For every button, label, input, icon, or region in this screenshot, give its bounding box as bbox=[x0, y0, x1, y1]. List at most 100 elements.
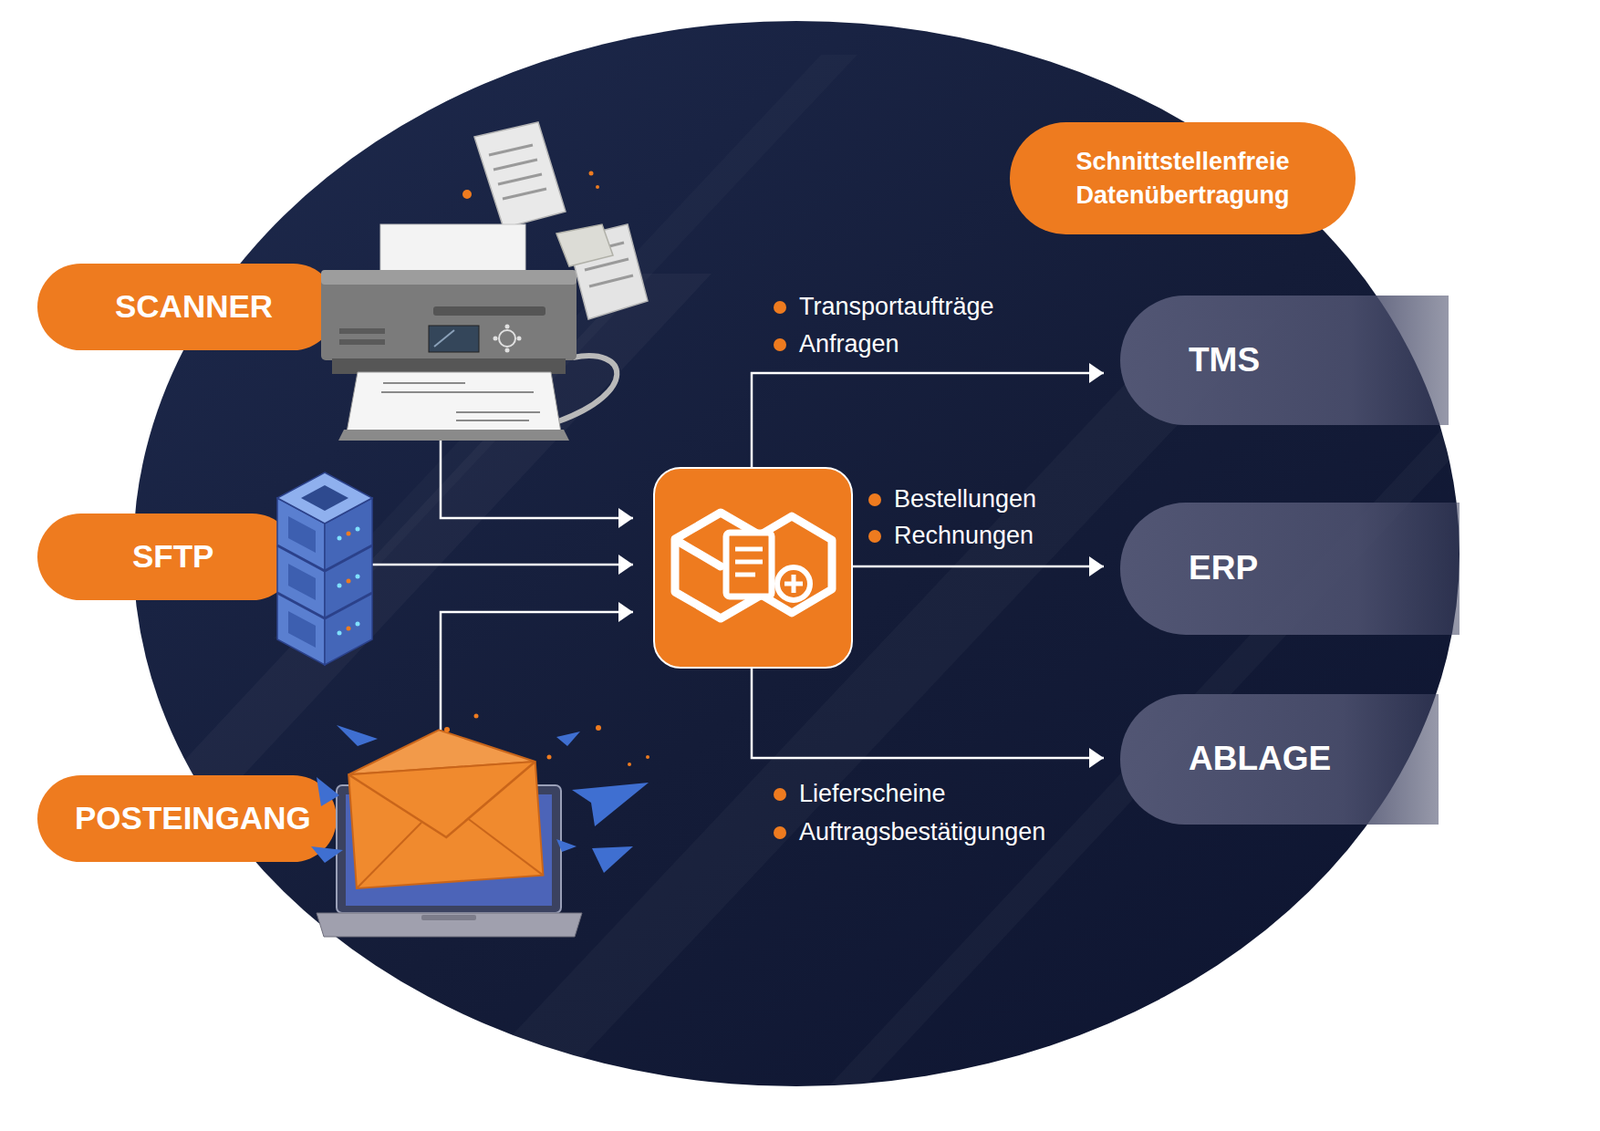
printer-panel bbox=[339, 339, 385, 345]
server-top-mark bbox=[301, 485, 349, 511]
printed-paper bbox=[346, 372, 562, 433]
server-light bbox=[337, 631, 343, 636]
node-label: SFTP bbox=[132, 539, 214, 575]
envelope-fold bbox=[352, 822, 426, 889]
flow-arrow bbox=[336, 307, 634, 520]
envelope-flap bbox=[348, 761, 541, 844]
source-pill: SCANNER bbox=[37, 263, 337, 351]
paper-plane bbox=[556, 839, 577, 852]
icon-document-line bbox=[735, 572, 756, 578]
target-pill: ERP bbox=[1120, 502, 1460, 635]
server-top bbox=[277, 472, 373, 524]
printer-body bbox=[321, 273, 577, 361]
node-label: POSTEINGANG bbox=[74, 800, 312, 837]
server-bay bbox=[288, 611, 316, 648]
paper-line bbox=[502, 188, 547, 199]
paper-line bbox=[456, 419, 530, 422]
server-light bbox=[355, 527, 361, 532]
printer-button bbox=[493, 336, 499, 342]
printer-button bbox=[517, 336, 522, 342]
flying-paper bbox=[567, 224, 648, 320]
paper-line bbox=[584, 259, 629, 271]
light-streak bbox=[456, 319, 1278, 1095]
laptop-base bbox=[316, 913, 582, 937]
decor-dot bbox=[595, 185, 600, 189]
paper-plane bbox=[592, 846, 634, 873]
light-streak bbox=[127, 273, 712, 821]
icon-hexagon bbox=[751, 516, 832, 613]
envelope-body bbox=[348, 761, 543, 889]
server-light bbox=[346, 626, 352, 632]
icon-document-line bbox=[735, 547, 763, 552]
printer-button bbox=[505, 324, 510, 330]
server-divider bbox=[277, 545, 325, 572]
icon-document-line bbox=[735, 560, 763, 565]
printer-panel bbox=[339, 328, 385, 334]
bullet-label: Transportaufträge bbox=[773, 290, 995, 323]
envelope-fold bbox=[468, 814, 543, 881]
node-label: ERP bbox=[1188, 550, 1258, 588]
laptop-notch bbox=[421, 914, 477, 921]
paper-line bbox=[498, 174, 542, 185]
server-right-face bbox=[324, 498, 373, 665]
flying-paper bbox=[556, 224, 613, 267]
server-bay bbox=[288, 563, 316, 601]
laptop-display bbox=[345, 794, 552, 906]
server-illustration bbox=[277, 472, 373, 665]
server-divider bbox=[324, 545, 373, 572]
icon-document bbox=[726, 532, 772, 597]
background-ellipse bbox=[133, 20, 1460, 1087]
source-pill: SFTP bbox=[37, 513, 296, 601]
paper-line bbox=[493, 159, 538, 170]
icon-cube-edge bbox=[678, 541, 721, 567]
envelope-back-flap bbox=[345, 723, 535, 775]
paper-line bbox=[383, 382, 466, 385]
server-divider bbox=[277, 592, 325, 619]
icon-plus bbox=[784, 581, 803, 587]
paper-plane bbox=[316, 777, 340, 807]
server-light bbox=[355, 574, 361, 580]
info-pill: Schnittstellenfreie Datenübertragung bbox=[1009, 122, 1356, 235]
hub-icon bbox=[675, 512, 832, 619]
flow-arrow bbox=[295, 563, 634, 567]
icon-hexagon bbox=[675, 512, 767, 619]
node-label: Schnittstellenfreie Datenübertragung bbox=[1028, 145, 1338, 212]
paper-plane bbox=[311, 846, 343, 863]
light-streak bbox=[820, 410, 1497, 1095]
printer-paper-in bbox=[380, 224, 526, 276]
decor-dot bbox=[645, 755, 650, 759]
printer-top bbox=[321, 270, 577, 285]
decor-dot bbox=[547, 755, 552, 760]
server-light bbox=[346, 531, 352, 537]
server-bay bbox=[288, 516, 316, 553]
icon-plus bbox=[791, 574, 797, 593]
source-pill: POSTEINGANG bbox=[37, 775, 337, 863]
bullet-label: Bestellungen bbox=[868, 483, 1037, 515]
flow-arrow bbox=[852, 565, 1104, 569]
target-pill: ABLAGE bbox=[1120, 694, 1439, 825]
target-pill: TMS bbox=[1120, 295, 1449, 426]
flow-arrow bbox=[751, 373, 1104, 468]
paper-line bbox=[580, 242, 624, 254]
bullet-label: Auftragsbestätigungen bbox=[773, 816, 1046, 848]
laptop-illustration bbox=[311, 714, 650, 938]
server-light bbox=[337, 583, 343, 589]
decor-dot bbox=[444, 727, 450, 733]
paper-plane bbox=[571, 782, 649, 827]
decor-dot bbox=[595, 725, 602, 731]
server-light bbox=[337, 536, 343, 541]
decor-dot bbox=[627, 762, 632, 767]
printer-illustration bbox=[321, 122, 648, 441]
hub-box bbox=[653, 467, 853, 669]
envelope bbox=[345, 723, 543, 889]
laptop-screen bbox=[336, 785, 562, 914]
node-label: ABLAGE bbox=[1188, 740, 1331, 779]
server-left-face bbox=[277, 498, 325, 665]
display-glare bbox=[434, 330, 455, 347]
printer-tray bbox=[338, 429, 570, 441]
